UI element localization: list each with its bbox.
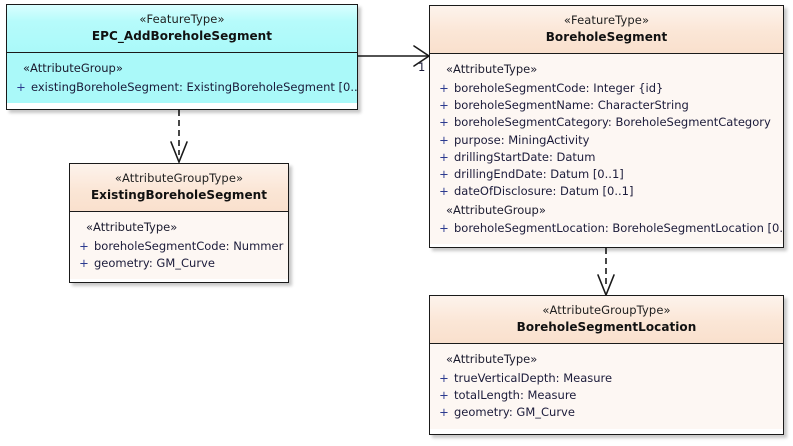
- attribute-row[interactable]: + dateOfDisclosure: Datum [0..1]: [434, 183, 779, 200]
- attribute-row[interactable]: + boreholeSegmentCode: Integer {id}: [434, 80, 779, 97]
- attribute-row[interactable]: + trueVerticalDepth: Measure: [434, 370, 779, 387]
- attribute-row[interactable]: + drillingEndDate: Datum [0..1]: [434, 166, 779, 183]
- attribute-visibility: +: [439, 98, 449, 112]
- attribute-visibility: +: [439, 80, 449, 95]
- association-target-multiplicity: 1: [418, 60, 426, 74]
- attribute-signature: trueVerticalDepth: Measure: [454, 370, 613, 385]
- connector-dependency-epc-to-existing[interactable]: [170, 110, 188, 165]
- attribute-row[interactable]: + boreholeSegmentName: CharacterString: [434, 97, 779, 114]
- attribute-visibility: +: [439, 149, 449, 164]
- attribute-row[interactable]: + boreholeSegmentCategory: BoreholeSegme…: [434, 114, 779, 131]
- attribute-row[interactable]: + totalLength: Measure: [434, 387, 779, 404]
- attribute-signature: drillingEndDate: Datum [0..1]: [454, 167, 624, 181]
- attribute-signature: boreholeSegmentCategory: BoreholeSegment…: [454, 115, 771, 130]
- class-box-existingboreholesegment[interactable]: «AttributeGroupType» ExistingBoreholeSeg…: [69, 163, 289, 283]
- class-name: BoreholeSegment: [545, 29, 668, 44]
- class-attributes-compartment: «AttributeType» + trueVerticalDepth: Mea…: [430, 344, 783, 429]
- class-name: ExistingBoreholeSegment: [90, 187, 268, 202]
- attribute-visibility: +: [439, 167, 449, 181]
- attribute-row[interactable]: + boreholeSegmentCode: Nummer: [74, 238, 284, 255]
- attribute-row[interactable]: + existingBoreholeSegment: ExistingBoreh…: [11, 79, 357, 96]
- class-stereotype: «FeatureType»: [139, 12, 225, 26]
- dependency-open-arrowhead: [597, 274, 615, 298]
- class-stereotype: «FeatureType»: [563, 13, 650, 27]
- attribute-signature: purpose: MiningActivity: [454, 132, 590, 147]
- attribute-group-stereotype: «AttributeType»: [446, 62, 538, 77]
- attribute-signature: existingBoreholeSegment: ExistingBorehol…: [31, 79, 358, 94]
- attribute-signature: geometry: GM_Curve: [454, 405, 575, 420]
- attribute-visibility: +: [79, 256, 89, 270]
- attribute-group-stereotype: «AttributeType»: [446, 352, 538, 367]
- attribute-visibility: +: [439, 405, 449, 420]
- class-attributes-compartment: «AttributeType» + boreholeSegmentCode: I…: [430, 54, 783, 245]
- class-name: EPC_AddBoreholeSegment: [91, 28, 273, 43]
- attribute-signature: drillingStartDate: Datum: [454, 149, 596, 164]
- class-header: «AttributeGroupType» ExistingBoreholeSeg…: [70, 164, 288, 213]
- attribute-visibility: +: [439, 115, 449, 130]
- class-box-boreholesegment[interactable]: «FeatureType» BoreholeSegment «Attribute…: [429, 5, 784, 248]
- class-stereotype: «AttributeGroupType»: [542, 303, 671, 317]
- attribute-row[interactable]: + drillingStartDate: Datum: [434, 149, 779, 166]
- attribute-row[interactable]: + geometry: GM_Curve: [434, 404, 779, 421]
- attribute-visibility: +: [439, 370, 449, 385]
- class-header: «AttributeGroupType» BoreholeSegmentLoca…: [430, 296, 783, 345]
- class-box-epc-addboreholesegment[interactable]: «FeatureType» EPC_AddBoreholeSegment «At…: [6, 4, 358, 110]
- class-stereotype: «AttributeGroupType»: [114, 171, 244, 185]
- dependency-open-arrowhead: [170, 141, 188, 165]
- attribute-row[interactable]: + geometry: GM_Curve: [74, 255, 284, 272]
- attribute-signature: totalLength: Measure: [454, 388, 577, 402]
- attribute-signature: dateOfDisclosure: Datum [0..1]: [454, 184, 634, 199]
- attribute-row[interactable]: + purpose: MiningActivity: [434, 132, 779, 149]
- attribute-signature: boreholeSegmentCode: Integer {id}: [454, 80, 664, 95]
- attribute-visibility: +: [439, 184, 449, 199]
- connector-dependency-boreholesegment-to-location[interactable]: [597, 248, 615, 298]
- attribute-visibility: +: [79, 238, 89, 253]
- attribute-group-stereotype: «AttributeGroup»: [23, 61, 123, 76]
- attribute-visibility: +: [439, 221, 449, 236]
- class-attributes-compartment: «AttributeGroup» + existingBoreholeSegme…: [7, 53, 357, 103]
- class-box-boreholesegmentlocation[interactable]: «AttributeGroupType» BoreholeSegmentLoca…: [429, 295, 784, 435]
- attribute-group-stereotype: «AttributeType»: [86, 220, 178, 235]
- attribute-signature: boreholeSegmentName: CharacterString: [454, 98, 689, 112]
- attribute-visibility: +: [16, 79, 26, 94]
- attribute-group-stereotype: «AttributeGroup»: [446, 202, 546, 217]
- attribute-signature: geometry: GM_Curve: [94, 256, 215, 270]
- attribute-visibility: +: [439, 388, 449, 402]
- attribute-visibility: +: [439, 132, 449, 147]
- class-header: «FeatureType» EPC_AddBoreholeSegment: [7, 5, 357, 54]
- attribute-signature: boreholeSegmentLocation: BoreholeSegment…: [454, 221, 784, 236]
- class-attributes-compartment: «AttributeType» + boreholeSegmentCode: N…: [70, 212, 288, 280]
- class-name: BoreholeSegmentLocation: [516, 319, 697, 334]
- class-header: «FeatureType» BoreholeSegment: [430, 6, 783, 55]
- attribute-signature: boreholeSegmentCode: Nummer: [94, 238, 284, 253]
- attribute-row[interactable]: + boreholeSegmentLocation: BoreholeSegme…: [434, 220, 783, 237]
